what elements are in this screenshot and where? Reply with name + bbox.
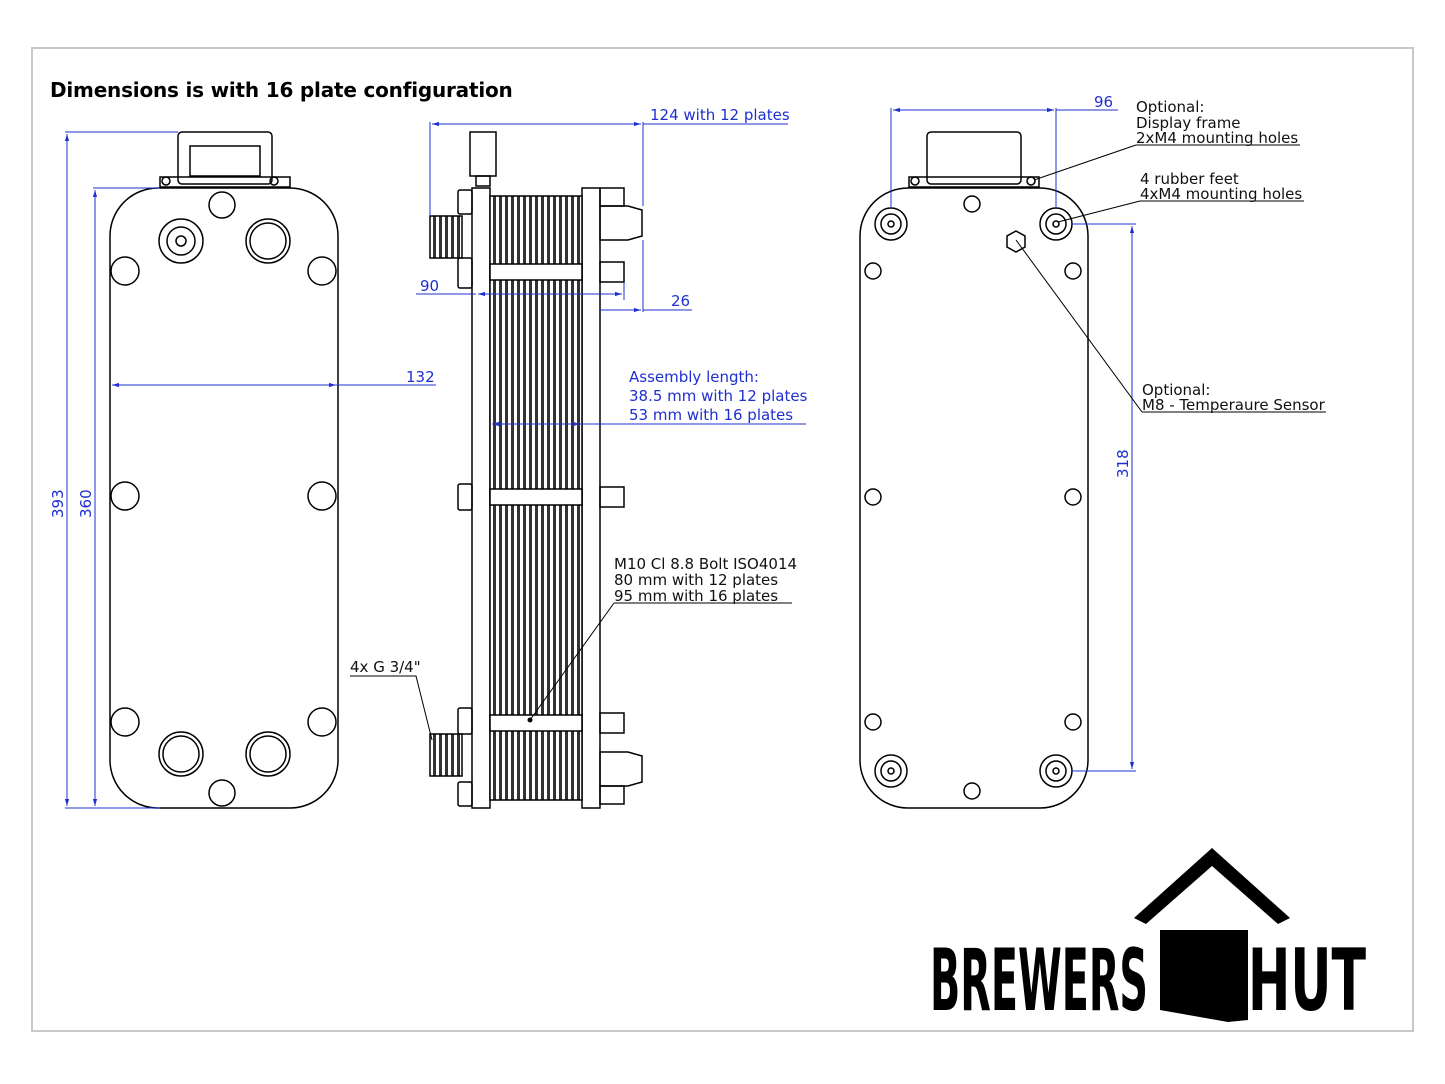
back-dimensions [890, 107, 1136, 772]
bolt-middle [489, 488, 583, 506]
brewers-hut-logo: BREWERS HUT [930, 848, 1366, 1031]
port-lower [429, 733, 463, 777]
display-note-3: 2xM4 mounting holes [1136, 129, 1298, 147]
dim-132: 132 [406, 368, 435, 386]
side-dimensions [416, 121, 806, 427]
dim-318: 318 [1114, 449, 1132, 478]
front-dimensions [64, 131, 436, 809]
assembly-line-2: 38.5 mm with 12 plates [629, 387, 808, 405]
display-frame [177, 131, 273, 185]
page-title: Dimensions is with 16 plate configuratio… [50, 78, 513, 102]
bolt-note-1: M10 Cl 8.8 Bolt ISO4014 [614, 555, 797, 573]
display-note-2: Display frame [1136, 114, 1241, 132]
bolt-lower [489, 714, 583, 732]
logo-text-right: HUT [1248, 931, 1366, 1031]
logo-roof [1134, 848, 1290, 924]
bolt-upper [489, 263, 583, 281]
logo-door [1160, 930, 1228, 1022]
dim-96: 96 [1094, 93, 1113, 111]
back-display-frame [926, 131, 1022, 185]
display-bracket [159, 176, 291, 188]
bolt-note-2: 80 mm with 12 plates [614, 571, 778, 589]
dim-360: 360 [77, 489, 95, 518]
side-view [429, 131, 643, 809]
bolt-note-3: 95 mm with 16 plates [614, 587, 778, 605]
foot-lower [599, 751, 643, 787]
feet-note-2: 4xM4 mounting holes [1140, 185, 1302, 203]
dim-90: 90 [420, 277, 439, 295]
front-plate-body [109, 187, 339, 809]
port-upper [429, 215, 463, 259]
sensor-hex [1006, 230, 1026, 253]
front-ports [158, 218, 291, 777]
sensor-note-2: M8 - Temperaure Sensor [1142, 396, 1326, 414]
dim-393: 393 [49, 489, 67, 518]
logo-text-left: BREWERS [930, 931, 1148, 1031]
front-bolts [110, 191, 337, 807]
back-view [859, 131, 1089, 809]
foot-upper [599, 205, 643, 241]
dim-124: 124 with 12 plates [650, 106, 790, 124]
dim-26: 26 [671, 292, 690, 310]
sensor-note-1: Optional: [1142, 381, 1210, 399]
rubber-feet [874, 207, 1073, 788]
back-bolts [864, 195, 1082, 800]
back-leaders [1015, 144, 1326, 413]
side-back-frame-plate [581, 187, 601, 809]
display-window [189, 145, 261, 177]
side-display-frame [469, 131, 497, 177]
front-view [109, 131, 339, 809]
bolt-leader [350, 602, 792, 741]
side-front-frame-plate [471, 187, 491, 809]
drawing-frame [31, 47, 1414, 1032]
back-plate-body [859, 187, 1089, 809]
assembly-line-3: 53 mm with 16 plates [629, 406, 793, 424]
feet-note-1: 4 rubber feet [1140, 170, 1239, 188]
ports-note: 4x G 3/4" [350, 658, 421, 676]
assembly-line-1: Assembly length: [629, 368, 759, 386]
display-note-1: Optional: [1136, 98, 1204, 116]
